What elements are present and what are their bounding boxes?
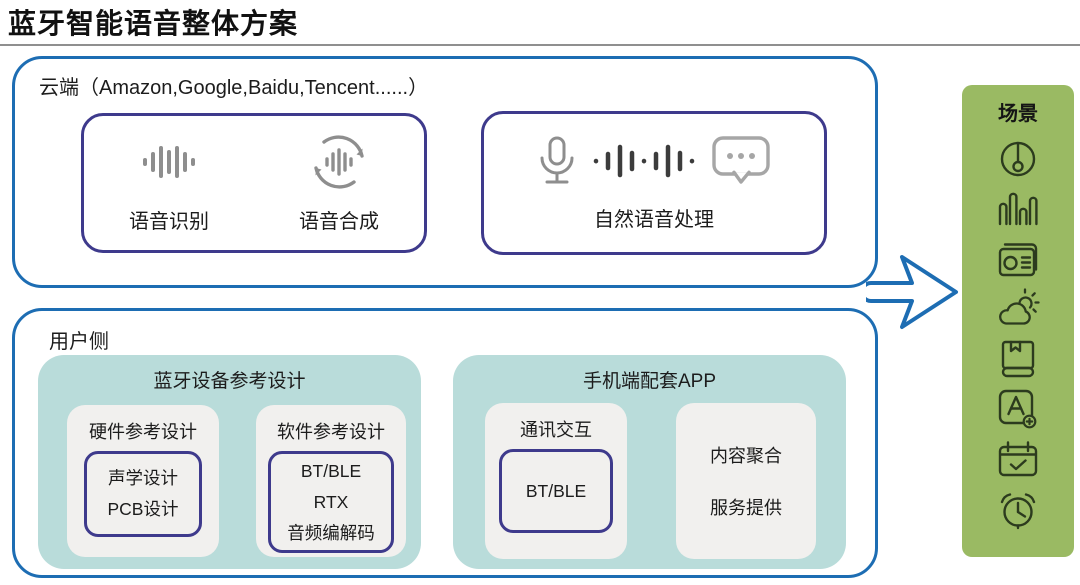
software-card: 软件参考设计 BT/BLE RTX 音频编解码 [256,405,406,557]
device-design-title: 蓝牙设备参考设计 [153,371,306,392]
right-arrow-icon [866,243,962,341]
hardware-item: PCB设计 [107,499,179,519]
speech-bubble-icon [711,135,771,187]
asr-tts-box: 语音识别 [81,113,427,253]
content-item: 内容聚合 [710,446,782,466]
alarm-clock-icon [996,484,1040,534]
translate-icon [996,384,1040,434]
app-title: 手机端配套APP [582,371,717,392]
dotted-waveform-icon [591,141,697,181]
asr-label: 语音识别 [129,210,209,233]
comm-title: 通讯交互 [520,420,592,440]
page-title: 蓝牙智能语音整体方案 [8,8,299,39]
nlp-label: 自然语音处理 [594,208,714,231]
weather-sun-cloud-icon [995,284,1041,334]
radio-icon [996,234,1040,284]
software-item: RTX [313,491,349,512]
cloud-label: 云端（Amazon,Google,Baidu,Tencent......） [39,77,429,99]
scene-title: 场景 [998,103,1038,125]
scene-bar: 场景 [962,85,1074,557]
music-record-icon [997,134,1039,184]
comm-items-box: BT/BLE [499,449,613,533]
waveform-icon [141,133,197,191]
book-icon [997,334,1039,384]
hardware-item: 声学设计 [108,468,178,488]
equalizer-icon [995,184,1041,234]
nlp-box: 自然语音处理 [481,111,827,255]
software-title: 软件参考设计 [277,422,385,442]
user-section: 用户侧 蓝牙设备参考设计 硬件参考设计 声学设计 PCB设计 软件参考设计 BT… [12,308,878,578]
asr-item: 语音识别 [129,133,209,234]
software-item: 音频编解码 [287,522,375,543]
scene-icon-list [995,134,1041,534]
device-design-card: 蓝牙设备参考设计 硬件参考设计 声学设计 PCB设计 软件参考设计 BT/BLE… [38,355,421,569]
hardware-title: 硬件参考设计 [89,422,197,442]
hardware-card: 硬件参考设计 声学设计 PCB设计 [67,405,219,557]
hardware-items-box: 声学设计 PCB设计 [84,451,202,537]
software-item: BT/BLE [300,460,362,481]
content-card: 内容聚合 服务提供 [676,403,816,559]
microphone-icon [537,135,577,187]
title-divider [0,44,1080,46]
comm-item: BT/BLE [525,480,587,501]
app-card: 手机端配套APP 通讯交互 BT/BLE 内容聚合 服务提供 [453,355,846,569]
nlp-icons [537,135,771,187]
tts-label: 语音合成 [299,210,379,233]
waveform-sync-icon [310,133,368,191]
cloud-section: 云端（Amazon,Google,Baidu,Tencent......） [12,56,878,288]
user-side-label: 用户侧 [49,331,109,353]
comm-card: 通讯交互 BT/BLE [485,403,627,559]
content-item: 服务提供 [710,498,782,518]
tts-item: 语音合成 [299,133,379,234]
content-items: 内容聚合 服务提供 [676,403,816,559]
calendar-check-icon [996,434,1040,484]
software-items-box: BT/BLE RTX 音频编解码 [268,451,394,553]
